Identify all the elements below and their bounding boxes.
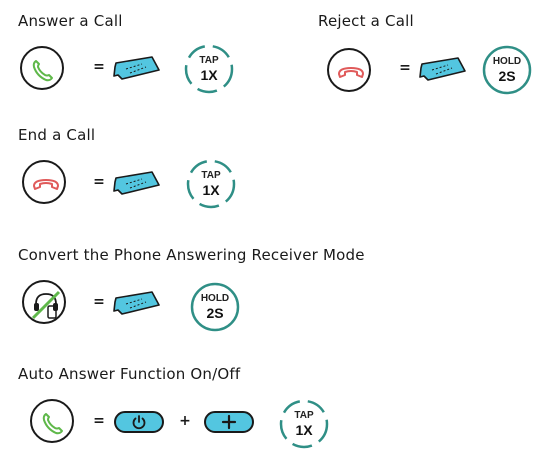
equals-sign: = [93,294,105,310]
badge-count: 1X [200,67,218,83]
section-title-answer-call: Answer a Call [18,12,123,30]
badge-action: TAP [294,410,314,421]
tap-1x-badge: TAP 1X [278,398,330,450]
equals-sign: = [399,60,411,76]
remote-device-icon [418,56,468,88]
equals-sign: = [93,59,105,75]
receiver-mode-icon [22,280,66,324]
end-phone-icon [22,160,66,204]
equals-sign: = [93,174,105,190]
section-title-end-call: End a Call [18,126,96,144]
badge-action: TAP [199,55,219,66]
power-icon [132,415,146,430]
remote-device-icon [112,170,162,202]
hold-2s-badge: HOLD 2S [189,281,241,333]
remote-device-icon [112,55,162,87]
tap-1x-badge: TAP 1X [185,158,237,210]
remote-device-icon [112,290,162,322]
tap-1x-badge: TAP 1X [183,43,235,95]
reject-phone-icon [327,48,371,92]
power-button [114,411,164,433]
badge-action: HOLD [200,293,230,304]
badge-count: 1X [202,182,220,198]
plus-sign: + [179,413,191,429]
badge-count: 2S [206,305,224,321]
section-title-auto-answer: Auto Answer Function On/Off [18,365,241,383]
equals-sign: = [93,413,105,429]
badge-action: TAP [201,170,221,181]
answer-phone-icon [20,46,64,90]
badge-count: 2S [498,68,516,84]
volume-up-button [204,411,254,433]
badge-action: HOLD [492,56,522,67]
badge-count: 1X [295,422,313,438]
plus-icon [221,414,237,430]
section-title-reject-call: Reject a Call [318,12,414,30]
hold-2s-badge: HOLD 2S [481,44,533,96]
section-title-receiver-mode: Convert the Phone Answering Receiver Mod… [18,246,365,264]
answer-phone-icon [30,399,74,443]
